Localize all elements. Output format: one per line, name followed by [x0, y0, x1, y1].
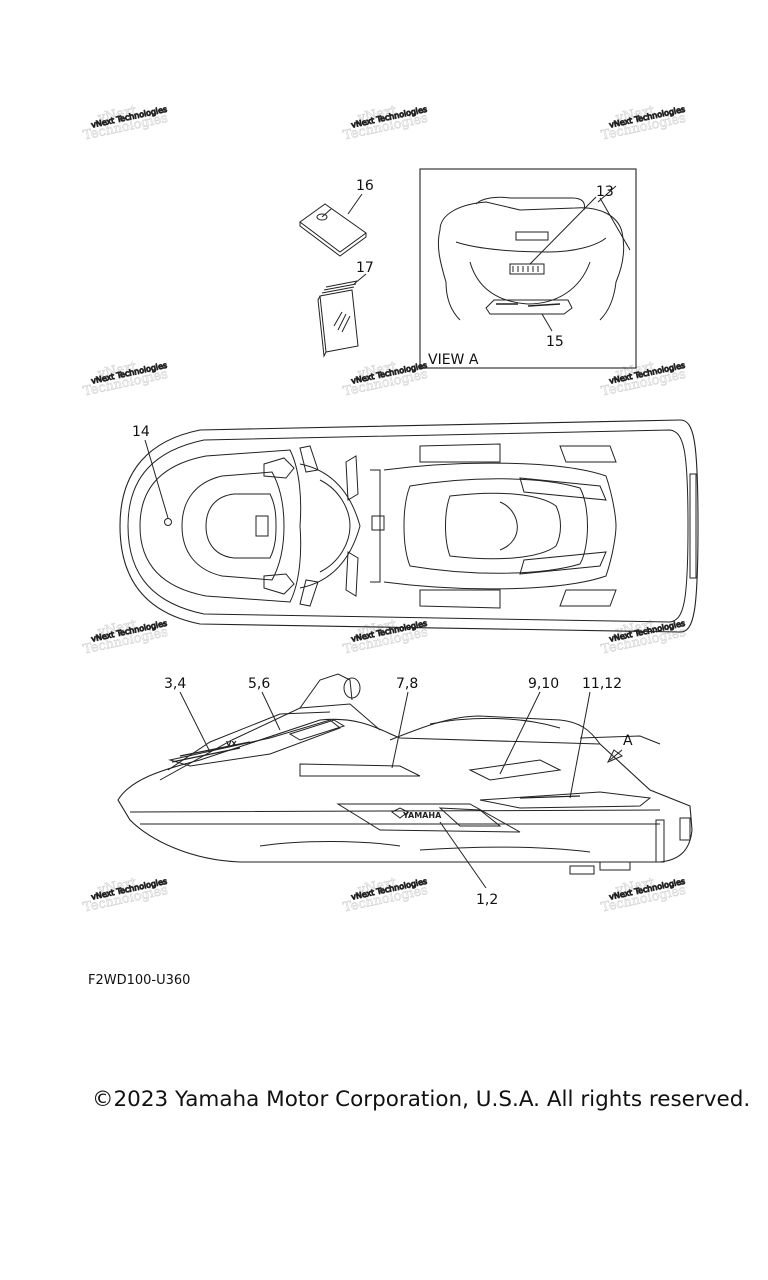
watermark: vNext Technologies vNext Technologies: [600, 617, 688, 658]
callout-1-2: 1,2: [476, 892, 498, 908]
watermark: vNext Technologies vNext Technologies: [342, 875, 430, 916]
callout-9-10: 9,10: [528, 676, 559, 692]
diagram-code: F2WD100-U360: [88, 973, 191, 988]
watermark: vNext Technologies vNext Technologies: [82, 617, 170, 658]
watermark: vNext Technologies vNext Technologies: [600, 103, 688, 144]
watermark: vNext Technologies vNext Technologies: [82, 359, 170, 400]
callout-5-6: 5,6: [248, 676, 270, 692]
watermark: vNext Technologies vNext Technologies: [82, 103, 170, 144]
callout-11-12: 11,12: [582, 676, 622, 692]
part-16-tag: [299, 193, 367, 257]
copyright-notice: ©2023 Yamaha Motor Corporation, U.S.A. A…: [92, 1087, 751, 1112]
callout-14: 14: [132, 424, 150, 440]
part-17-booklet: [317, 273, 367, 358]
view-a-label: VIEW A: [428, 352, 479, 368]
watermark: vNext Technologies vNext Technologies: [600, 875, 688, 916]
watermark: vNext Technologies vNext Technologies: [82, 875, 170, 916]
watermark: vNext Technologies vNext Technologies: [342, 103, 430, 144]
callout-7-8: 7,8: [396, 676, 418, 692]
view-a-inset: [419, 168, 637, 369]
callout-15: 15: [546, 334, 564, 350]
side-view: [117, 673, 693, 889]
yamaha-decal-text: YAMAHA: [402, 811, 442, 820]
top-view: [119, 419, 699, 633]
callout-16: 16: [356, 178, 374, 194]
watermark: vNext Technologies vNext Technologies: [342, 359, 430, 400]
callout-a: A: [623, 733, 633, 749]
callout-17: 17: [356, 260, 374, 276]
watermark: vNext Technologies vNext Technologies: [600, 359, 688, 400]
model-decal-text: VX: [226, 740, 237, 748]
callout-3-4: 3,4: [164, 676, 186, 692]
callout-13: 13: [596, 184, 614, 200]
